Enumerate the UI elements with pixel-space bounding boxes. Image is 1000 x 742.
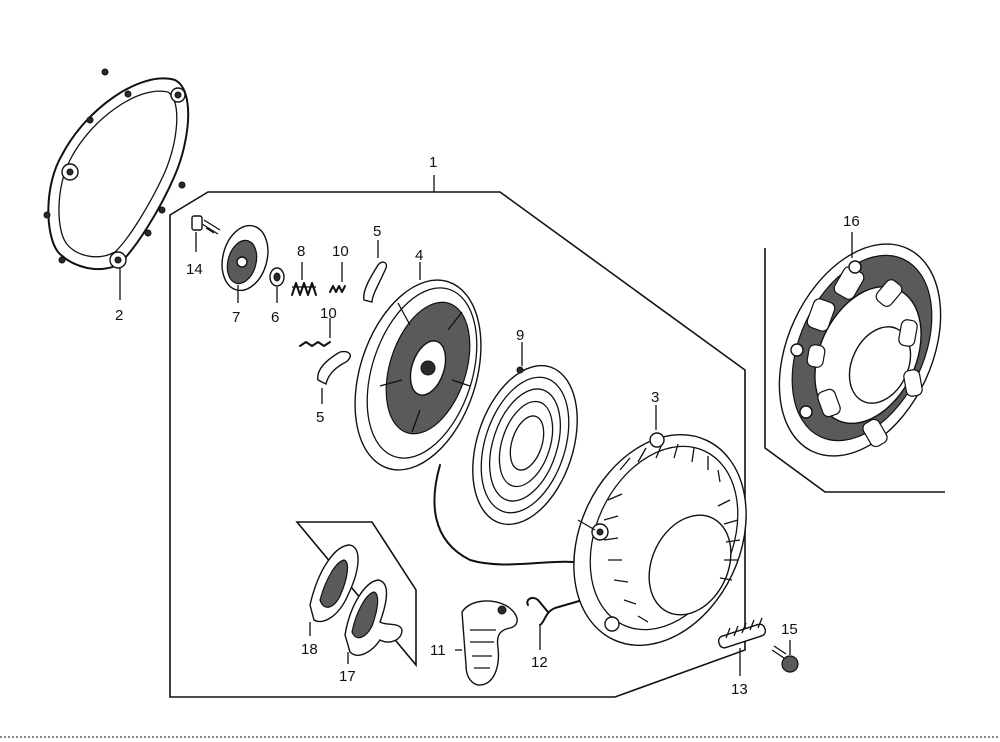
part-11-handle [455,600,518,686]
callout-12: 12 [531,654,548,671]
callout-9: 9 [516,327,524,344]
part-10-spring-upper [329,262,346,293]
part-7-hub [221,224,269,303]
callout-2: 2 [115,307,123,324]
part-10-spring-lower [299,318,331,347]
callout-5b: 5 [316,409,324,426]
part-5-pawl-lower [317,350,351,404]
part-4-reel [354,262,482,471]
callout-1: 1 [429,154,437,171]
part-16-outer-cover [778,232,942,457]
part-3-starter-case [573,405,747,646]
callout-11: 11 [430,642,446,659]
callout-5a: 5 [373,223,381,240]
callout-10a: 10 [332,243,349,260]
cover-outline-frame [764,248,945,493]
callout-6: 6 [271,309,279,326]
callout-14: 14 [186,261,203,278]
part-12-clip [526,596,549,650]
callout-16: 16 [843,213,860,230]
part-9-recoil-spring [472,342,578,526]
callout-4: 4 [415,247,423,264]
part-13-pin [717,617,767,676]
part-15-bolt [771,640,799,673]
part-17-guide [344,579,403,664]
part-5-pawl-upper [363,240,388,303]
part-8-spring [291,262,317,296]
callout-10b: 10 [320,305,337,322]
callout-17: 17 [339,668,356,685]
starter-rope [433,464,610,626]
callout-7: 7 [232,309,240,326]
part-2-gasket [43,68,190,300]
part-14-bolt [191,215,221,252]
callout-15: 15 [781,621,798,638]
callout-3: 3 [651,389,659,406]
callout-18: 18 [301,641,318,658]
part-18-guide-plate [309,544,359,636]
callout-8: 8 [297,243,305,260]
part-6-washer [269,267,285,303]
callout-13: 13 [731,681,748,698]
